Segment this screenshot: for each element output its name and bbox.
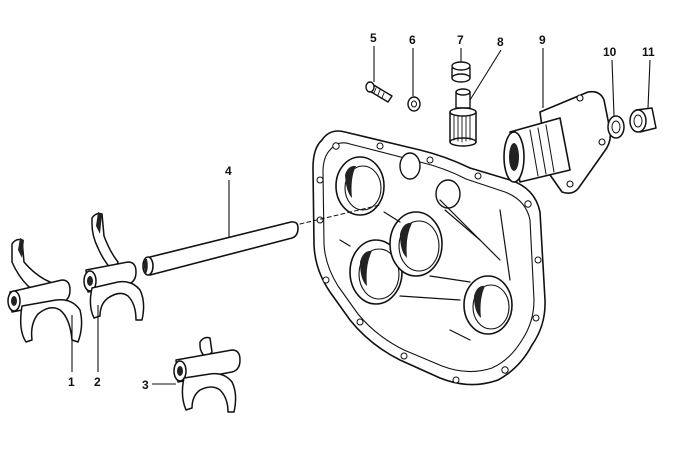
leader-lines bbox=[71, 46, 651, 385]
callout-5: 5 bbox=[370, 31, 377, 45]
callout-9: 9 bbox=[539, 33, 546, 47]
pinion-gear bbox=[449, 88, 477, 147]
callout-2: 2 bbox=[94, 375, 101, 389]
callout-8: 8 bbox=[497, 35, 504, 49]
gearbox-cover bbox=[312, 130, 546, 386]
cap bbox=[451, 61, 471, 83]
seal-ring bbox=[607, 115, 625, 139]
shift-fork-1 bbox=[7, 238, 83, 343]
callout-4: 4 bbox=[225, 164, 232, 178]
callout-labels: 1 2 3 4 5 6 7 8 9 10 11 bbox=[68, 31, 655, 392]
bearing-flange bbox=[503, 90, 612, 194]
washer bbox=[407, 96, 421, 112]
screw bbox=[365, 81, 393, 103]
callout-10: 10 bbox=[603, 45, 617, 59]
callout-6: 6 bbox=[409, 33, 416, 47]
callout-11: 11 bbox=[642, 45, 655, 59]
callout-1: 1 bbox=[68, 375, 75, 389]
callout-7: 7 bbox=[457, 33, 464, 47]
callout-3: 3 bbox=[142, 378, 149, 392]
shift-fork-2 bbox=[83, 212, 145, 321]
shift-rod bbox=[142, 204, 381, 276]
shift-fork-3 bbox=[173, 336, 241, 413]
cap-nut bbox=[629, 107, 657, 133]
